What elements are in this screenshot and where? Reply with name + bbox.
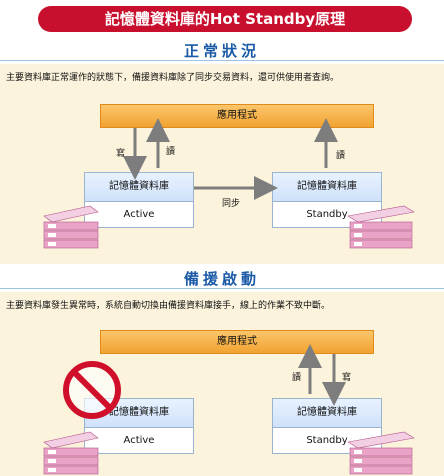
- failover-heading-rule: [0, 288, 444, 289]
- normal-band: [0, 64, 444, 264]
- prohibit-icon: [63, 361, 121, 419]
- failover-primary-server-icon: [43, 431, 99, 475]
- normal-primary-db-status: Active: [123, 209, 155, 220]
- failover-write-label: 寫: [342, 373, 352, 383]
- normal-standby-db-status: Standby: [306, 209, 348, 220]
- normal-heading: 正常狀況: [183, 42, 260, 60]
- failover-read-label: 讀: [292, 373, 302, 383]
- normal-read-label-right: 讀: [336, 151, 346, 161]
- normal-write-label: 寫: [116, 149, 126, 159]
- normal-standby-server-icon: [347, 205, 415, 249]
- failover-app-bar: 應用程式: [100, 330, 374, 354]
- normal-primary-server-icon: [43, 205, 99, 249]
- normal-standby-db-name: 記憶體資料庫: [273, 173, 381, 202]
- failover-heading: 備援啟動: [183, 270, 260, 288]
- normal-standby-db: 記憶體資料庫 Standby: [272, 172, 382, 228]
- failover-primary-db-status: Active: [123, 435, 155, 446]
- failover-standby-db-status: Standby: [306, 435, 348, 446]
- normal-read-label-left: 讀: [166, 147, 176, 157]
- failover-standby-server-icon: [347, 431, 415, 475]
- diagram-title: 記憶體資料庫的Hot Standby原理: [38, 6, 412, 32]
- normal-sync-label: 同步: [222, 199, 241, 209]
- failover-description: 主要資料庫發生異常時，系統自動切換由備援資料庫接手，線上的作業不致中斷。: [6, 301, 331, 311]
- normal-description: 主要資料庫正常運作的狀態下，備援資料庫除了同步交易資料，還可供使用者查詢。: [6, 73, 340, 83]
- normal-heading-rule: [0, 60, 444, 61]
